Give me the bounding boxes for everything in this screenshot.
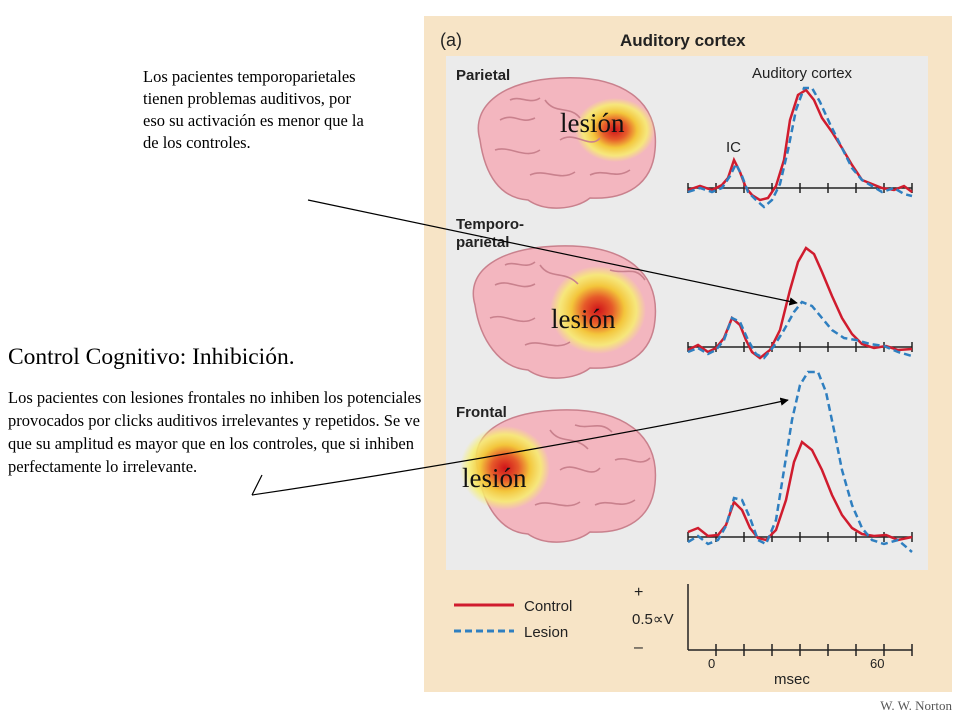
trace-label-auditory-cortex: Auditory cortex — [752, 65, 853, 82]
lesion-spot — [460, 426, 550, 510]
note-temporoparietal: Los pacientes temporoparietales tienen p… — [143, 67, 364, 152]
scale-x-start: 0 — [708, 656, 715, 671]
legend-lesion-label: Lesion — [524, 624, 568, 641]
annotation-arrow-frontal — [251, 400, 788, 496]
scale-x-end: 60 — [870, 656, 884, 671]
lesion-label-parietal: lesión — [560, 108, 625, 138]
brain-folds — [494, 97, 631, 177]
scale-plus: + — [634, 584, 643, 601]
lesion-spot — [550, 266, 646, 354]
brain-frontal — [460, 409, 657, 543]
figure-label: (a) — [440, 30, 462, 50]
control-cognitive-title: Control Cognitivo: Inhibición. — [8, 344, 295, 370]
credit-label: W. W. Norton — [880, 698, 952, 713]
row-label-temporo: Temporo- — [456, 216, 524, 233]
control-cognitive-body: Los pacientes con lesiones frontales no … — [8, 388, 422, 476]
brain-folds — [534, 424, 651, 507]
row-label-parietal-2: parietal — [456, 234, 509, 251]
brain-folds — [489, 261, 646, 347]
brain-parietal — [477, 77, 657, 209]
row-label-parietal: Parietal — [456, 67, 510, 84]
scale-x-unit: msec — [774, 671, 810, 688]
trace-row-2-lesion — [687, 300, 913, 360]
trace-label-ic: IC — [726, 139, 741, 156]
lesion-spot — [575, 98, 655, 162]
lesion-label-temporoparietal: lesión — [551, 304, 616, 334]
scale-value: 0.5∝V — [632, 611, 674, 628]
row-label-frontal: Frontal — [456, 404, 507, 421]
legend-control-label: Control — [524, 598, 572, 615]
annotation-arrow-temporoparietal — [307, 199, 798, 306]
brain-temporoparietal — [472, 245, 657, 379]
lesion-label-frontal: lesión — [462, 463, 527, 493]
trace-row-3-lesion — [687, 370, 913, 553]
scale-minus: – — [634, 639, 643, 656]
scale-bar — [687, 584, 913, 656]
trace-row-1-lesion — [687, 86, 913, 209]
figure-title: Auditory cortex — [620, 31, 746, 50]
